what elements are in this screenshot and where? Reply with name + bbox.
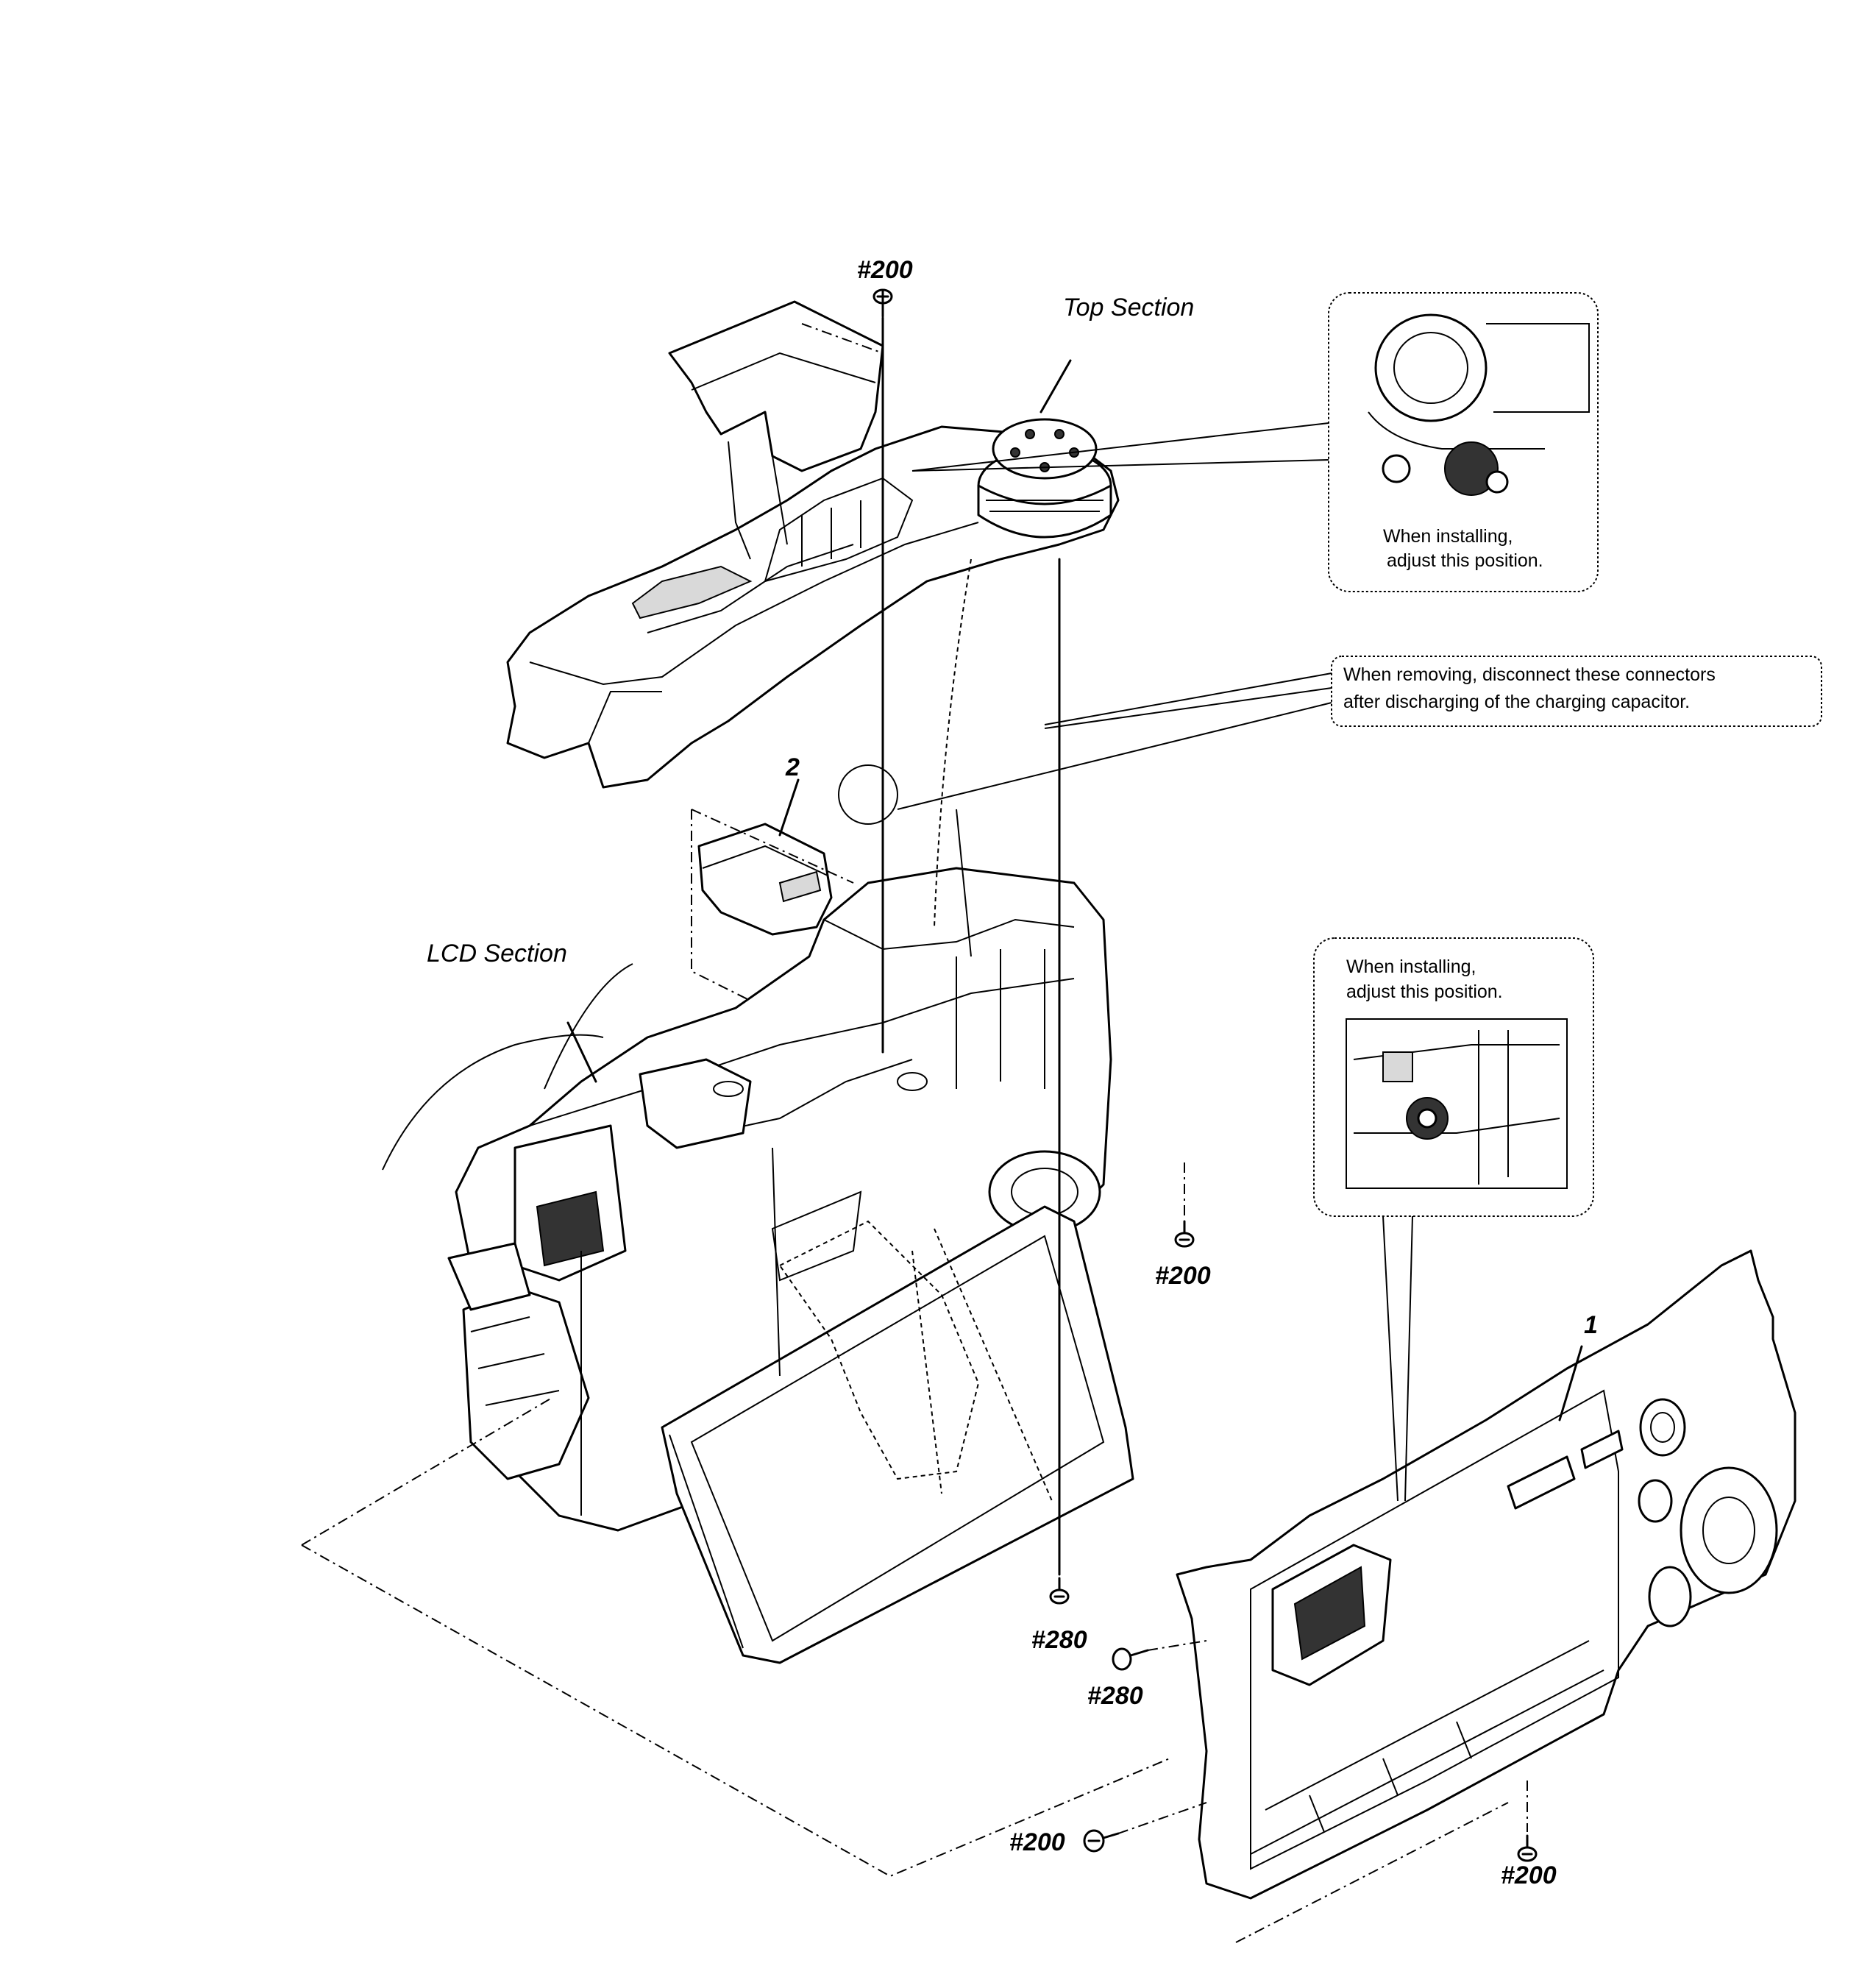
part-1-rear-cover (1176, 1249, 1796, 1900)
part-1-label: 1 (1584, 1311, 1598, 1339)
install-note-top-line1: When installing, (1383, 526, 1513, 547)
screw-200bl-icon (1083, 1829, 1120, 1853)
screw-label-280a: #280 (1031, 1626, 1087, 1654)
lcd-panel (661, 1147, 1134, 1664)
connector-note-line2: after discharging of the charging capaci… (1343, 692, 1690, 712)
lcd-section-label: LCD Section (427, 940, 567, 968)
install-note-right-line1: When installing, (1346, 956, 1476, 977)
assembly-lines (301, 316, 1528, 1943)
screw-label-top: #200 (857, 256, 913, 284)
top-section-label: Top Section (1063, 294, 1194, 322)
screws (872, 288, 1538, 1862)
install-note-top-line2: adjust this position. (1387, 550, 1543, 571)
connector-note-line1: When removing, disconnect these connecto… (1343, 664, 1716, 685)
screw-label-right-mid: #200 (1155, 1262, 1211, 1290)
callout-install-top: When installing, adjust this position. (1328, 292, 1599, 592)
screw-280b-icon (1112, 1647, 1149, 1671)
screw-280a-icon (1049, 1577, 1070, 1605)
screw-label-280b: #280 (1087, 1682, 1143, 1710)
part-2-label: 2 (785, 753, 800, 781)
part-2-shoe-cover (691, 809, 913, 1082)
leader-lines (566, 359, 1583, 1502)
screw-label-200bl: #200 (1009, 1828, 1065, 1856)
screw-label-200br: #200 (1501, 1861, 1557, 1889)
callout-connectors: When removing, disconnect these connecto… (1331, 656, 1822, 727)
screw-right-mid-icon (1174, 1220, 1195, 1248)
screw-200br-icon (1517, 1834, 1538, 1862)
screw-top-icon (872, 288, 893, 318)
install-note-right-line2: adjust this position. (1346, 981, 1503, 1002)
callout-install-right: When installing, adjust this position. (1313, 937, 1594, 1217)
labels: #200 Top Section LCD Section 2 1 #200 #2… (427, 256, 1598, 1889)
